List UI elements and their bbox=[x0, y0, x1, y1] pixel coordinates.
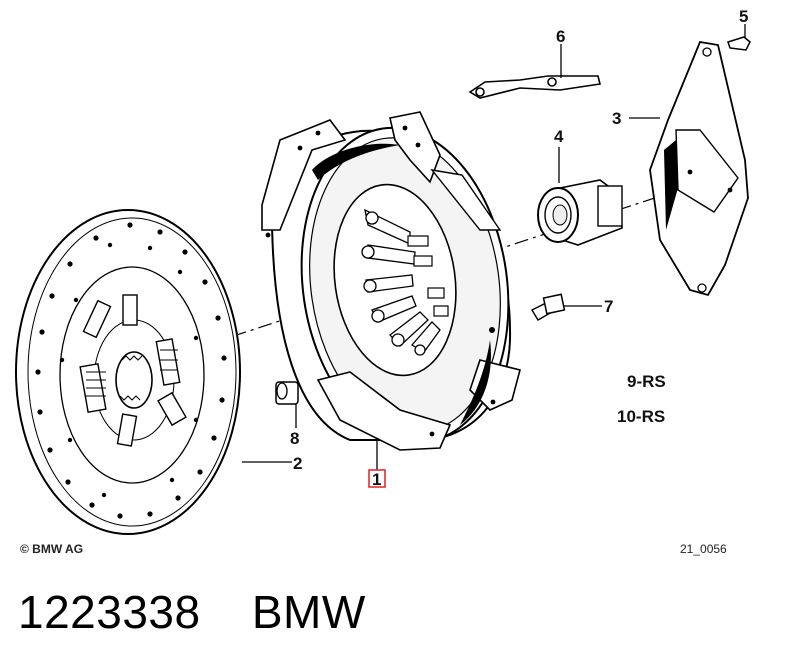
callout-1[interactable]: 1 bbox=[372, 470, 381, 489]
callout-8[interactable]: 8 bbox=[290, 429, 299, 448]
center-axis-line bbox=[129, 169, 741, 371]
note-10-rs: 10-RS bbox=[617, 407, 665, 426]
callout-4[interactable]: 4 bbox=[554, 127, 564, 146]
copyright-label: © BMW AG bbox=[20, 542, 83, 556]
note-9-rs: 9-RS bbox=[627, 372, 666, 391]
part-caption: 1223338 BMW bbox=[18, 585, 366, 639]
callout-1-highlight[interactable] bbox=[368, 469, 386, 488]
release-lever bbox=[649, 40, 749, 297]
bolt bbox=[531, 293, 566, 321]
retaining-spring-clip bbox=[468, 75, 601, 99]
callout-6[interactable]: 6 bbox=[556, 27, 565, 46]
pressure-plate bbox=[261, 111, 521, 451]
clutch-exploded-diagram: 1 2 3 4 5 6 7 8 9-RS 10-RS © BMW AG 21_0… bbox=[15, 7, 751, 556]
guide-pin bbox=[727, 36, 751, 51]
leader-lines bbox=[242, 24, 746, 470]
brand-name: BMW bbox=[251, 586, 366, 638]
callout-2[interactable]: 2 bbox=[293, 454, 302, 473]
clutch-disc bbox=[15, 209, 241, 535]
part-number: 1223338 bbox=[18, 586, 201, 638]
callout-5[interactable]: 5 bbox=[739, 7, 748, 26]
dowel-sleeve bbox=[275, 381, 299, 405]
figure-code: 21_0056 bbox=[680, 542, 727, 556]
callout-7[interactable]: 7 bbox=[604, 297, 613, 316]
callout-3[interactable]: 3 bbox=[612, 109, 621, 128]
release-bearing bbox=[537, 179, 623, 246]
